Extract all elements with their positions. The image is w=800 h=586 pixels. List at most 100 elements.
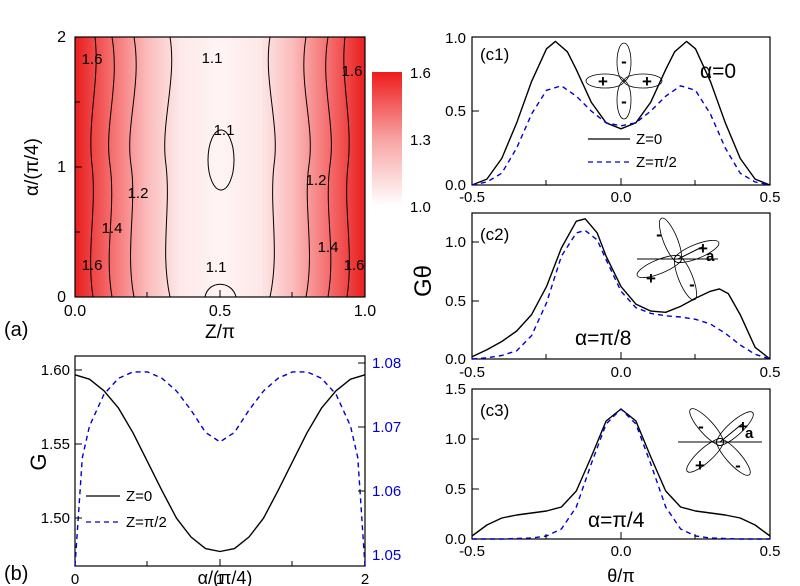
colorbar — [372, 72, 402, 206]
panel-a-x-ticks: 0.0 0.5 1.0 — [64, 303, 376, 320]
orbital-sign: + — [646, 269, 656, 288]
panel-b-label: (b) — [4, 563, 28, 585]
contour-1-1-left — [164, 37, 173, 297]
panel-c2-label: (c2) — [480, 225, 509, 244]
contour-label: 1.6 — [344, 257, 365, 274]
tick-label: -0.5 — [459, 364, 485, 381]
panel-c3-orbital-signs: - + + - — [695, 417, 748, 475]
orbital-sign: + — [698, 239, 708, 258]
tick-label: 1.0 — [445, 30, 466, 47]
series-line-z0 — [471, 40, 771, 186]
tick-label: 1.0 — [445, 234, 466, 251]
panel-c1-line: -0.5 0.0 0.5 1.0 0.5 0.0 (c1) α=0 - + + … — [445, 30, 780, 206]
tick-label: 1.0 — [354, 303, 376, 320]
panel-a-y-ticks: 0 1 2 — [57, 29, 66, 306]
panel-b-tick-marks — [75, 362, 365, 566]
tick-label: 1.05 — [372, 547, 401, 564]
panel-c3-y-ticks: 1.5 1.0 0.5 0.0 — [445, 381, 466, 548]
orbital-sign: + — [598, 72, 608, 91]
tick-label: 0 — [57, 289, 66, 306]
panel-c1-y-ticks: 1.0 0.5 0.0 — [445, 30, 466, 194]
panel-b-y-ticks-right: 1.08 1.07 1.06 1.05 — [372, 355, 401, 564]
panel-b-y-ticks-left: 1.60 1.55 1.50 — [41, 362, 70, 527]
panel-c3-annotation: α=π/4 — [588, 509, 645, 532]
contour-1-4-right — [325, 37, 332, 297]
panel-a-label: (a) — [4, 319, 28, 341]
tick-label: 0.5 — [209, 303, 231, 320]
panel-c1-x-ticks: -0.5 0.0 0.5 — [459, 189, 780, 206]
contour-label: 1.4 — [102, 220, 123, 237]
tick-label: 1.6 — [410, 65, 431, 82]
contour-label: 1.1 — [214, 122, 235, 139]
series-line-zpi2 — [74, 371, 366, 567]
series-line-zpi2 — [471, 85, 771, 186]
contour-1-1-center — [207, 129, 235, 191]
tick-label: 0 — [71, 571, 79, 586]
panel-c2-tick-marks — [472, 241, 696, 359]
panel-b-ylabel: G — [26, 453, 51, 470]
panel-c3-orbital-icon — [678, 408, 762, 476]
tick-label: 0.0 — [445, 177, 466, 194]
contour-1-6-left — [90, 37, 97, 297]
tick-label: 1.0 — [445, 431, 466, 448]
tick-label: 1.0 — [410, 199, 431, 216]
panel-b-xlabel-visible: α/(π/4) — [198, 568, 253, 586]
tick-label: 0.5 — [445, 103, 466, 120]
panel-c3-tick-marks — [472, 438, 696, 539]
tick-label: 2 — [57, 29, 66, 46]
legend-label: Z=0 — [636, 131, 662, 148]
panel-c2-x-ticks: -0.5 0.0 0.5 — [459, 364, 780, 381]
heatmap-field — [75, 37, 365, 297]
panel-c1-label: (c1) — [480, 45, 509, 64]
panel-c1-orbital-icon — [585, 42, 663, 120]
contour-label: 1.1 — [206, 259, 227, 276]
tick-label: -0.5 — [459, 189, 485, 206]
contour-1-6-right — [343, 37, 350, 297]
panel-c2-line: -0.5 0.0 0.5 1.0 0.5 0.0 (c2) α=π/8 - + … — [410, 212, 780, 381]
panel-c2-annotation: α=π/8 — [575, 327, 631, 350]
panel-c1-tick-marks — [472, 110, 696, 185]
series-line-z0 — [471, 218, 771, 360]
orbital-axis-label: a — [706, 248, 715, 265]
panel-b-frame — [74, 355, 366, 567]
contour-1-4-left — [108, 37, 115, 297]
tick-label: 0.5 — [760, 543, 781, 560]
orbital-sign: - — [689, 275, 695, 294]
contour-label: 1.6 — [342, 63, 363, 80]
panel-c1-legend: Z=0 Z=π/2 — [588, 131, 677, 171]
panel-c1-orbital-signs: - + + - — [598, 52, 652, 111]
panel-c2-orbital-icon — [636, 217, 720, 301]
series-line-zpi2 — [471, 229, 771, 360]
contour-label: 1.2 — [306, 172, 327, 189]
orbital-sign: - — [656, 225, 662, 244]
panel-a-tick-marks — [75, 101, 293, 297]
panel-b-x-ticks: 0 1 2 — [71, 571, 369, 586]
panel-a-xlabel: Z/π — [205, 322, 235, 343]
panel-c1-series — [471, 40, 771, 186]
legend-label: Z=0 — [126, 488, 152, 505]
panel-c2-y-ticks: 1.0 0.5 0.0 — [445, 234, 466, 368]
orbital-sign: - — [735, 456, 741, 475]
orbital-sign: - — [621, 92, 627, 111]
tick-label: 0.0 — [611, 364, 632, 381]
tick-label: -0.5 — [459, 543, 485, 560]
contour-1-2-left — [129, 37, 137, 297]
tick-label: 1 — [57, 159, 66, 176]
orbital-sign: - — [698, 417, 704, 436]
contour-label: 1.6 — [82, 51, 103, 68]
panel-c2-orbital-signs: - + + - — [646, 225, 708, 294]
contour-1-1-right — [267, 37, 276, 297]
tick-label: 0.0 — [611, 189, 632, 206]
tick-label: 1.60 — [41, 362, 70, 379]
tick-label: 0.5 — [760, 364, 781, 381]
tick-label: 1 — [216, 571, 224, 586]
tick-label: 1.07 — [372, 419, 401, 436]
tick-label: 1.50 — [41, 510, 70, 527]
panel-b-series — [74, 371, 366, 567]
tick-label: 0.5 — [445, 293, 466, 310]
panel-c3-x-ticks: -0.5 0.0 0.5 — [459, 543, 780, 560]
panel-c2-series — [471, 218, 771, 360]
